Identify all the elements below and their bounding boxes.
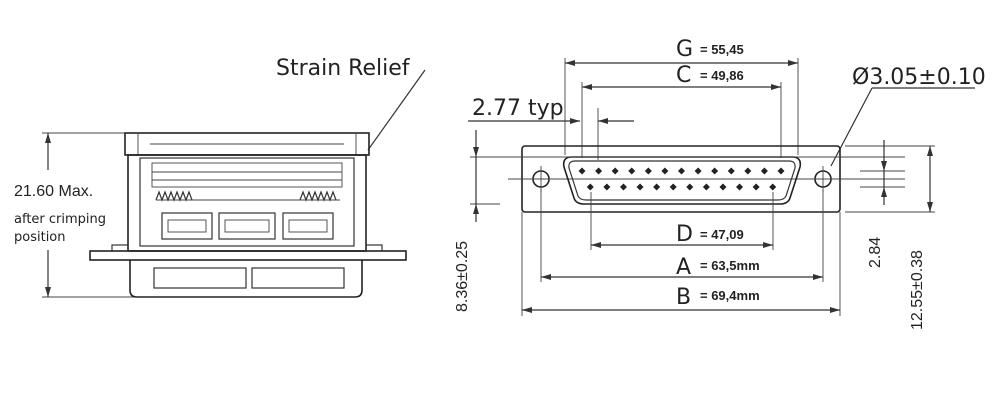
front-view: G = 55,45 C = 49,86 2.77 typ Ø3.05±0.10 bbox=[454, 37, 986, 330]
crimp-teeth-right bbox=[299, 190, 337, 202]
pin-bottom-row bbox=[603, 183, 611, 191]
pin-top-row bbox=[678, 167, 685, 175]
dim-a-letter: A bbox=[676, 255, 691, 280]
typ-label: 2.77 typ bbox=[472, 96, 564, 121]
dim-c-value: = 49,86 bbox=[700, 68, 744, 83]
pin-top-row bbox=[711, 167, 719, 175]
dim-d-letter: D bbox=[676, 222, 693, 247]
pin-top-row bbox=[694, 167, 702, 175]
pin-bottom-row bbox=[669, 183, 677, 191]
connector-shell-side bbox=[129, 260, 363, 298]
pin-top-row bbox=[628, 167, 636, 175]
strain-relief-label: Strain Relief bbox=[276, 56, 411, 81]
pin-bottom-row bbox=[702, 183, 710, 191]
d-shell-outer bbox=[562, 156, 802, 205]
crimp-teeth-left bbox=[155, 190, 193, 202]
after-crimping-label: after crimping bbox=[14, 212, 106, 227]
dim-d-value: = 47,09 bbox=[700, 227, 744, 242]
contact-block-1 bbox=[161, 212, 213, 240]
pin-bottom-row bbox=[586, 183, 594, 191]
mounting-flange bbox=[89, 250, 407, 261]
pin-bottom-row bbox=[752, 183, 760, 191]
contact-block-3 bbox=[282, 212, 334, 240]
dim-g-letter: G bbox=[676, 37, 693, 62]
pin-top-row bbox=[661, 167, 669, 175]
pin-top-row bbox=[777, 167, 785, 175]
height-max-label: 21.60 Max. bbox=[14, 183, 93, 200]
pin-bottom-row bbox=[769, 183, 777, 191]
pin-top-row bbox=[727, 167, 735, 175]
shell-height-label: 8.36±0.25 bbox=[454, 241, 471, 312]
contact-block-2 bbox=[218, 212, 276, 240]
pin-top-row bbox=[644, 167, 652, 175]
hole-diameter-label: Ø3.05±0.10 bbox=[852, 65, 986, 90]
strain-relief-leader bbox=[367, 69, 426, 151]
d-shell-inner bbox=[568, 160, 796, 201]
pin-bottom-row bbox=[686, 183, 694, 191]
dim-g-value: = 55,45 bbox=[700, 42, 744, 57]
dim-b-letter: B bbox=[676, 285, 691, 310]
dim-b-value: = 69,4mm bbox=[700, 288, 760, 303]
pin-bottom-row bbox=[619, 183, 627, 191]
pin-offset-label: 2.84 bbox=[867, 237, 884, 268]
pin-array bbox=[578, 167, 785, 191]
pin-bottom-row bbox=[719, 183, 727, 191]
housing-body bbox=[127, 154, 367, 252]
pin-bottom-row bbox=[736, 183, 744, 191]
flange-height-label: 12.55±0.38 bbox=[909, 250, 926, 330]
pin-top-row bbox=[595, 167, 603, 175]
position-label: position bbox=[14, 230, 66, 245]
pin-bottom-row bbox=[653, 183, 661, 191]
pin-top-row bbox=[760, 167, 768, 175]
pin-top-row bbox=[744, 167, 752, 175]
dim-a-value: = 63,5mm bbox=[700, 258, 760, 273]
pin-bottom-row bbox=[636, 183, 644, 191]
side-view: Strain Relief 21.60 Max. after crimping … bbox=[14, 56, 426, 298]
pin-top-row bbox=[611, 167, 619, 175]
pin-top-row bbox=[578, 167, 586, 175]
hole-leader bbox=[830, 87, 873, 167]
dim-c-letter: C bbox=[676, 63, 691, 88]
